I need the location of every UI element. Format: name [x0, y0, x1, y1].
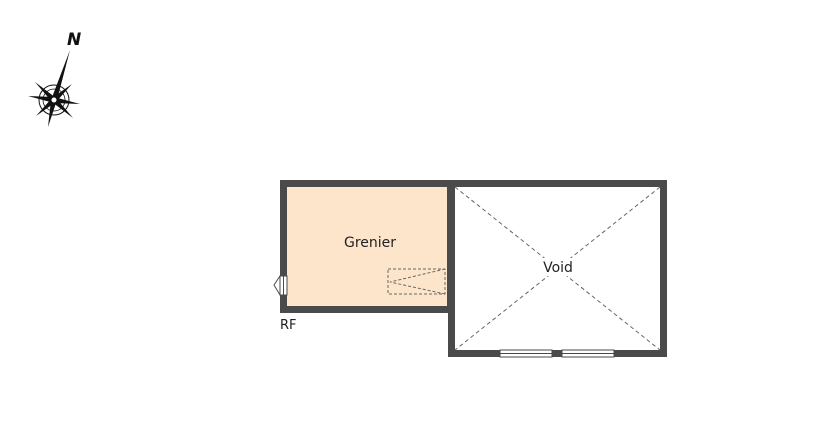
room-grenier: Grenier: [280, 180, 454, 313]
room-void: Void: [448, 180, 667, 358]
ladder-hatch-icon: [387, 268, 446, 295]
floor-label: RF: [280, 318, 297, 333]
room-label-void: Void: [543, 260, 573, 276]
compass-rose-icon: N: [28, 30, 81, 127]
window-icon: [499, 349, 615, 358]
door-icon: [273, 274, 288, 297]
north-label: N: [67, 30, 81, 50]
room-label-grenier: Grenier: [344, 235, 396, 251]
